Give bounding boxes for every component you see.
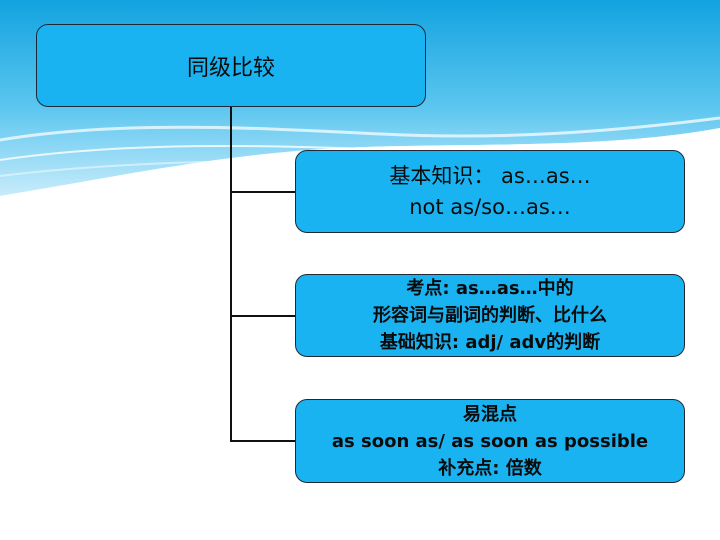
node-text-line: 基本知识： as…as…	[389, 163, 591, 188]
node-text-line: 补充点: 倍数	[438, 457, 542, 479]
root-node: 同级比较	[36, 24, 426, 107]
node-test-points: 考点: as…as…中的 形容词与副词的判断、比什么 基础知识: adj/ ad…	[295, 274, 685, 357]
node-text-line: not as/so…as…	[409, 194, 571, 219]
node-basic-knowledge: 基本知识： as…as… not as/so…as…	[295, 150, 685, 233]
node-text-line: 形容词与副词的判断、比什么	[373, 305, 607, 326]
node-text-line: as soon as/ as soon as possible	[331, 430, 649, 452]
node-text-line: 易混点	[463, 403, 517, 425]
connector-branch-2	[230, 315, 296, 317]
connector-trunk	[230, 107, 232, 441]
connector-branch-3	[230, 440, 296, 442]
node-text-line: 基础知识: adj/ adv的判断	[379, 332, 601, 353]
node-confusing-points: 易混点 as soon as/ as soon as possible 补充点:…	[295, 399, 685, 483]
root-node-label: 同级比较	[186, 55, 275, 81]
connector-branch-1	[230, 191, 296, 193]
node-text-line: 考点: as…as…中的	[406, 278, 574, 299]
